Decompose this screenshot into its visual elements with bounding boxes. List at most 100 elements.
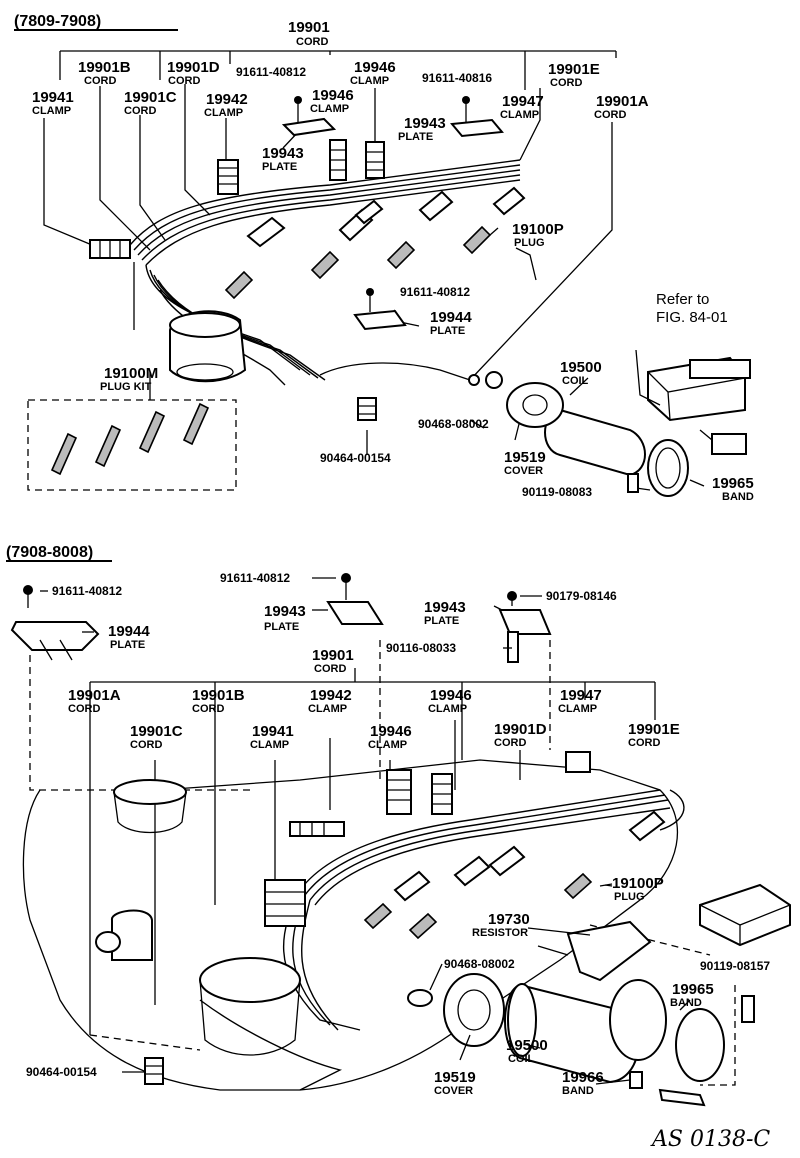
callout-19901-bottom-name: CORD (314, 663, 346, 675)
callout-19901C-top: 19901C (124, 89, 177, 106)
callout-19941-top: 19941 (32, 89, 74, 106)
callout-19730-bottom-name: RESISTOR (472, 927, 528, 939)
callout-19943b-bottom-name: PLATE (424, 615, 459, 627)
callout-19941-bottom: 19941 (252, 723, 294, 740)
callout-19901A-bottom-name: CORD (68, 703, 100, 715)
callout-19946a-bottom: 19946 (430, 687, 472, 704)
callout-19500-bottom-name: COIL (508, 1053, 535, 1065)
callout-19100P-top-name: PLUG (514, 237, 545, 249)
callout-19901D-top: 19901D (167, 59, 220, 76)
callout-19947-bottom-name: CLAMP (558, 703, 597, 715)
callout-19500-bottom: 19500 (506, 1037, 548, 1054)
callout-19943a-bottom: 19943 (264, 603, 306, 620)
callout-bolt3-top: 91611-40812 (400, 285, 470, 299)
callout-90119-bottom: 90119-08157 (700, 959, 770, 973)
callout-19500-top-name: COIL (562, 375, 589, 387)
callout-19901D-bottom-name: CORD (494, 737, 526, 749)
callout-90468-top: 90468-08002 (418, 417, 489, 431)
callout-19519-top-name: COVER (504, 465, 543, 477)
callout-19966-bottom: 19966 (562, 1069, 604, 1086)
callout-19901-bottom: 19901 (312, 647, 354, 664)
callout-19942-bottom: 19942 (310, 687, 352, 704)
callout-19100P-top: 19100P (512, 221, 564, 238)
callout-19941-top-name: CLAMP (32, 105, 71, 117)
callout-90179-bottom: 90179-08146 (546, 589, 617, 603)
callout-19901C-top-name: CORD (124, 105, 156, 117)
callout-19965-bottom: 19965 (672, 981, 714, 998)
callout-90116-bottom: 90116-08033 (386, 641, 456, 655)
callout-19500-top: 19500 (560, 359, 602, 376)
callout-19965-top: 19965 (712, 475, 754, 492)
callout-90464-bottom: 90464-00154 (26, 1065, 97, 1079)
callout-19901-top: 19901 (288, 19, 330, 36)
callout-bolt1-bottom: 91611-40812 (52, 584, 122, 598)
figure-code-stamp: AS 0138-C (650, 1127, 770, 1152)
callout-bolt1-top: 91611-40812 (236, 65, 306, 79)
callout-19946b-bottom: 19946 (370, 723, 412, 740)
callout-19946a-bottom-name: CLAMP (428, 703, 467, 715)
section-title-bottom: (7908-8008) (6, 544, 93, 561)
callout-90119-top: 90119-08083 (522, 485, 592, 499)
callout-19519-bottom-name: COVER (434, 1085, 473, 1097)
callout-19941-bottom-name: CLAMP (250, 739, 289, 751)
refer-note-line2: FIG. 84-01 (656, 309, 728, 326)
callout-19100P-bottom-name: PLUG (614, 891, 645, 903)
callout-19901E-bottom-name: CORD (628, 737, 660, 749)
callout-19901D-bottom: 19901D (494, 721, 547, 738)
callout-19519-bottom: 19519 (434, 1069, 476, 1086)
callout-19946b-bottom-name: CLAMP (368, 739, 407, 751)
callout-19965-top-name: BAND (722, 491, 754, 503)
callout-19901D-top-name: CORD (168, 75, 200, 87)
callout-19901E-top: 19901E (548, 61, 600, 78)
callout-19946a-top-name: CLAMP (350, 75, 389, 87)
callout-19901B-bottom: 19901B (192, 687, 245, 704)
callout-19100M-top: 19100M (104, 365, 158, 382)
callout-19946a-top: 19946 (354, 59, 396, 76)
callout-19947-top-name: CLAMP (500, 109, 539, 121)
callout-19947-top: 19947 (502, 93, 544, 110)
callout-19901B-top-name: CORD (84, 75, 116, 87)
callout-19943b-top-name: PLATE (262, 161, 297, 173)
callout-19943a-top: 19943 (404, 115, 446, 132)
callout-19944-top-name: PLATE (430, 325, 465, 337)
callout-90468-bottom: 90468-08002 (444, 957, 515, 971)
callout-19942-bottom-name: CLAMP (308, 703, 347, 715)
callout-19901-top-name: CORD (296, 36, 328, 48)
callout-19966-bottom-name: BAND (562, 1085, 594, 1097)
callout-19519-top: 19519 (504, 449, 546, 466)
top-illustration (27, 50, 751, 497)
callout-19901E-top-name: CORD (550, 77, 582, 89)
callout-19901A-top-name: CORD (594, 109, 626, 121)
callout-19946b-top: 19946 (312, 87, 354, 104)
callout-19942-top: 19942 (206, 91, 248, 108)
callout-19946b-top-name: CLAMP (310, 103, 349, 115)
callout-90464-top: 90464-00154 (320, 451, 391, 465)
callout-19901E-bottom: 19901E (628, 721, 680, 738)
callout-19942-top-name: CLAMP (204, 107, 243, 119)
refer-note-line1: Refer to (656, 291, 709, 308)
callout-bolt2-bottom: 91611-40812 (220, 571, 290, 585)
callout-19944-top: 19944 (430, 309, 472, 326)
callout-19943a-top-name: PLATE (398, 131, 433, 143)
callout-19944-bottom: 19944 (108, 623, 150, 640)
top-callouts: 19901 CORD 19901B CORD 19901D CORD 19946… (32, 19, 754, 503)
callout-19943b-bottom: 19943 (424, 599, 466, 616)
callout-19943b-top: 19943 (262, 145, 304, 162)
callout-19947-bottom: 19947 (560, 687, 602, 704)
callout-19901B-bottom-name: CORD (192, 703, 224, 715)
callout-19100P-bottom: 19100P (612, 875, 664, 892)
section-title-top: (7809-7908) (14, 13, 101, 30)
callout-19901C-bottom: 19901C (130, 723, 183, 740)
callout-19901A-top: 19901A (596, 93, 649, 110)
callout-19901B-top: 19901B (78, 59, 131, 76)
callout-19100M-top-name: PLUG KIT (100, 381, 152, 393)
callout-19943a-bottom-name: PLATE (264, 621, 299, 633)
callout-19730-bottom: 19730 (488, 911, 530, 928)
bottom-illustration (10, 573, 791, 1107)
callout-19901C-bottom-name: CORD (130, 739, 162, 751)
bottom-callouts: 91611-40812 19944 PLATE 91611-40812 1994… (26, 571, 770, 1097)
callout-19965-bottom-name: BAND (670, 997, 702, 1009)
callout-19944-bottom-name: PLATE (110, 639, 145, 651)
callout-19901A-bottom: 19901A (68, 687, 121, 704)
